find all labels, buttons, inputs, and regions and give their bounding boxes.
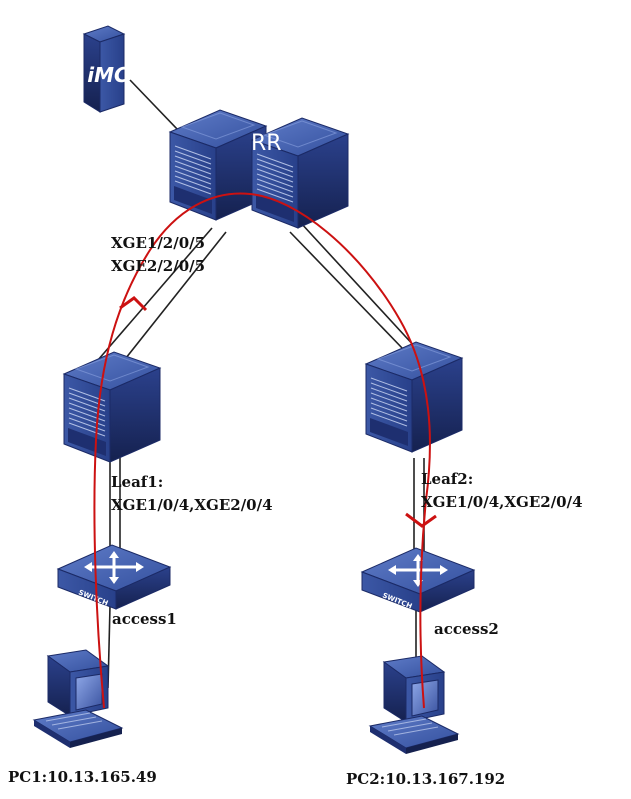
access2-label: access2 bbox=[434, 620, 499, 638]
rr-port-label-2: XGE2/2/0/5 bbox=[111, 257, 206, 275]
link-rr-leaf1-a bbox=[97, 227, 213, 361]
access2-switch: SWITCH bbox=[360, 546, 476, 614]
rr-port-label-1: XGE1/2/0/5 bbox=[111, 234, 206, 252]
rr-label: RR bbox=[251, 131, 282, 156]
traffic-path bbox=[93, 192, 431, 709]
link-rr-leaf1-b bbox=[117, 231, 227, 369]
leaf1-name-label: Leaf1: bbox=[111, 473, 164, 491]
leaf2-name-label: Leaf2: bbox=[421, 470, 474, 488]
leaf1-ports-label: XGE1/0/4,XGE2/0/4 bbox=[111, 496, 273, 514]
pc2 bbox=[369, 655, 459, 755]
pc2-label: PC2:10.13.167.192 bbox=[346, 770, 506, 788]
access1-switch: SWITCH bbox=[56, 543, 172, 611]
leaf1-switch bbox=[63, 351, 161, 463]
pc1-label: PC1:10.13.165.49 bbox=[8, 768, 157, 786]
imc-server: iMC bbox=[82, 25, 129, 113]
access1-label: access1 bbox=[112, 610, 177, 628]
link-rr-leaf2-b bbox=[299, 221, 417, 349]
imc-label: iMC bbox=[87, 63, 129, 87]
path-arrow-up bbox=[119, 296, 148, 312]
physical-links bbox=[97, 79, 425, 692]
path-arrow-down bbox=[405, 512, 437, 528]
leaf2-switch bbox=[365, 341, 463, 453]
link-rr-leaf2-a bbox=[289, 231, 405, 351]
leaf2-ports-label: XGE1/0/4,XGE2/0/4 bbox=[421, 493, 583, 511]
link-imc-rr bbox=[129, 79, 179, 131]
